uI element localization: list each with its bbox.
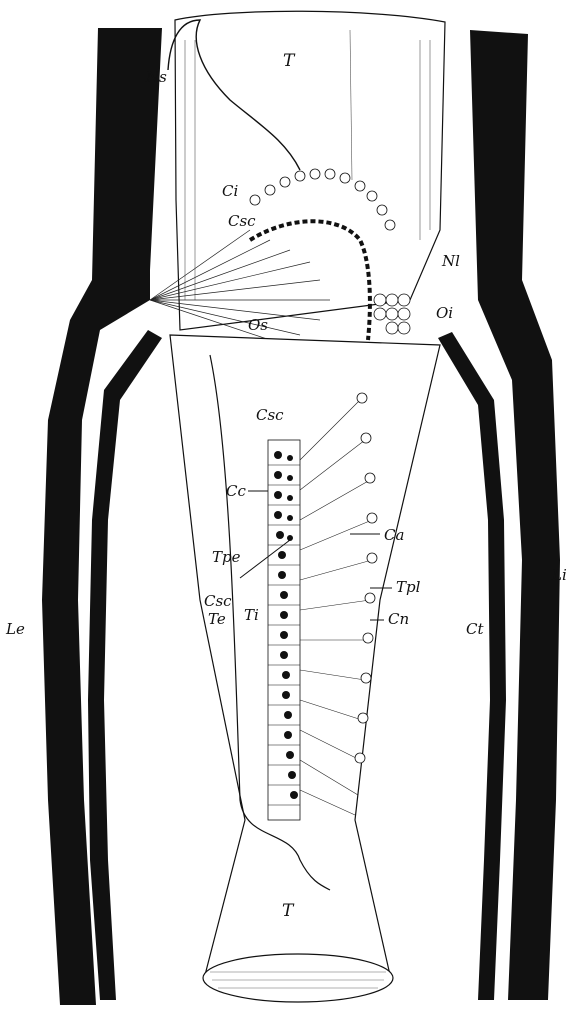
label-Csc-upper: Csc xyxy=(228,212,256,230)
upper-tube xyxy=(175,11,445,330)
label-Tpl: Tpl xyxy=(396,578,421,596)
label-Ci: Ci xyxy=(222,182,238,200)
outer-cell-cluster xyxy=(374,294,410,334)
label-Cn: Cn xyxy=(388,610,409,628)
label-Os: Os xyxy=(248,316,268,334)
label-Ns: Ns xyxy=(145,68,167,86)
label-Oi: Oi xyxy=(436,304,453,322)
right-outer-wall xyxy=(470,30,560,1000)
label-Le: Le xyxy=(5,620,25,638)
lower-tube xyxy=(170,335,440,975)
right-inner-arch xyxy=(438,332,506,1000)
label-Csc-lower: Csc xyxy=(204,592,232,610)
label-Li: Li xyxy=(551,566,567,584)
label-Ti: Ti xyxy=(244,606,259,624)
label-Cc: Cc xyxy=(226,482,246,500)
label-Nl: Nl xyxy=(441,252,460,270)
label-Csc-mid: Csc xyxy=(256,406,284,424)
label-Ca: Ca xyxy=(384,526,404,544)
tube-base xyxy=(203,954,393,1002)
label-Tpe: Tpe xyxy=(212,548,241,566)
label-T-bottom: T xyxy=(282,901,295,921)
label-T-top: T xyxy=(283,51,296,71)
cell-column xyxy=(268,440,300,820)
label-Ct: Ct xyxy=(466,620,484,638)
left-inner-arch xyxy=(88,330,162,1000)
label-Te: Te xyxy=(208,610,226,628)
